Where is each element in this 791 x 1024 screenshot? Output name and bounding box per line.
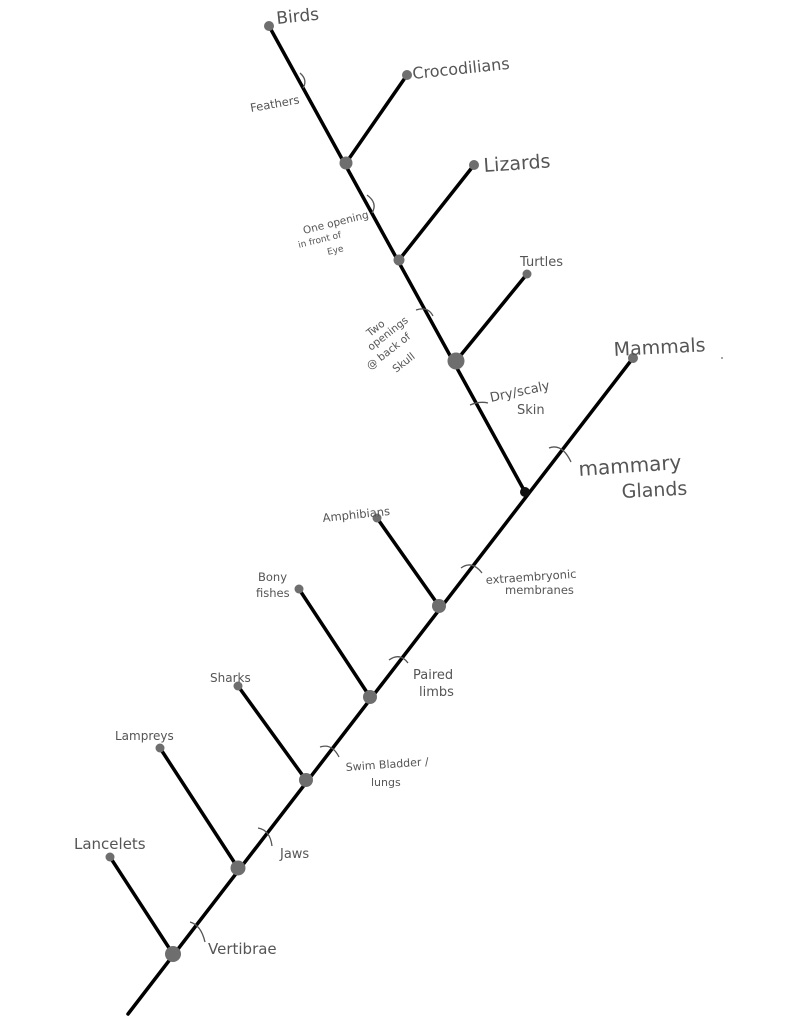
taxon-crocodilians: Crocodilians [411, 54, 510, 83]
stray-dot [721, 357, 723, 359]
feathers-tick [299, 72, 306, 89]
trait-jaws: Jaws [279, 847, 309, 862]
lampreys-branch [158, 746, 240, 870]
taxon-bony-fishes-line2: fishes [256, 586, 290, 600]
trait-dry-skin-line1: Dry/scaly [489, 379, 552, 406]
amniote-node [520, 487, 530, 497]
trait-swim-bladder-line1: Swim Bladder / [345, 755, 429, 774]
vertebrae-tick [189, 921, 206, 943]
trait-feathers: Feathers [249, 93, 300, 115]
taxon-lampreys: Lampreys [115, 729, 174, 743]
crocodilians-branch [344, 73, 409, 165]
sharks-branch [236, 684, 308, 782]
trait-one-opening-line3: Eye [326, 244, 345, 258]
taxon-sharks: Sharks [210, 671, 251, 685]
taxon-mammals: Mammals [613, 334, 706, 361]
dry-skin-tick [469, 401, 489, 406]
lancelets-tip [105, 852, 115, 862]
archosaur-node [339, 156, 353, 170]
lancelets-branch [108, 855, 175, 956]
amphibians-branch [375, 516, 441, 608]
trait-swim-bladder-line2: lungs [371, 776, 401, 789]
taxon-bony-fishes-line1: Bony [258, 570, 287, 584]
turtles-branch [454, 272, 529, 363]
trait-paired-limbs-line2: limbs [419, 685, 454, 700]
amphibians-tip [372, 513, 382, 523]
lampreys-tip [155, 743, 165, 753]
bony-fishes-branch [297, 587, 372, 699]
bony-fishes-tip [294, 584, 304, 594]
taxon-lancelets: Lancelets [74, 835, 146, 853]
reptile-node [447, 352, 465, 370]
mammary-tick [548, 446, 572, 463]
jaws-node [230, 860, 246, 876]
trait-extraembryonic-line1: extraembryonic [485, 567, 577, 587]
paired-limbs-tick [388, 656, 409, 664]
trait-extraembryonic-line2: membranes [505, 583, 574, 597]
jaws-tick [257, 827, 273, 847]
taxon-turtles: Turtles [519, 255, 563, 270]
extraembryonic-tick [460, 564, 483, 574]
mammals-tip [628, 353, 638, 363]
trait-mammary-line2: Glands [621, 478, 688, 503]
birds-tip [264, 21, 274, 31]
trait-vertebrae: Vertibrae [208, 940, 277, 958]
taxon-birds: Birds [275, 5, 320, 29]
turtles-tip [522, 269, 532, 279]
taxon-lizards: Lizards [483, 150, 551, 177]
paired-limbs-node [363, 690, 377, 704]
one-opening-tick [366, 194, 375, 214]
swim-bladder-node [299, 773, 313, 787]
lizards-branch [397, 163, 476, 262]
lizards-tip [469, 160, 479, 170]
swim-bladder-tick [319, 745, 340, 758]
two-openings-tick [415, 308, 434, 317]
trait-dry-skin-line2: Skin [517, 403, 545, 418]
sharks-tip [233, 681, 243, 691]
extraembryonic-node [432, 599, 446, 613]
diapsid-node [393, 254, 405, 266]
trunk-branch [126, 356, 635, 1016]
trait-mammary-line1: mammary [578, 450, 683, 481]
root-node [165, 946, 181, 962]
crocodilians-tip [402, 70, 412, 80]
trait-paired-limbs-line1: Paired [413, 668, 453, 683]
